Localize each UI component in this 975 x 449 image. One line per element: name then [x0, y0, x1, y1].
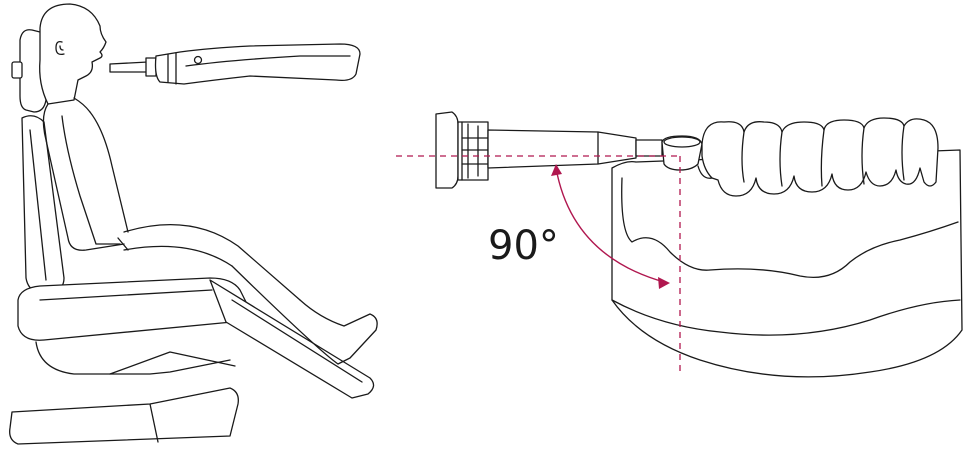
chair-backrest — [21, 115, 65, 293]
patient-thigh — [123, 224, 301, 301]
target-tooth — [661, 135, 703, 171]
intraoral-scanner-small — [109, 43, 361, 85]
gum-line — [621, 177, 959, 279]
patient-torso — [42, 103, 125, 251]
patient — [39, 3, 378, 365]
scanner-button-icon — [193, 55, 203, 65]
angle-arc — [555, 167, 665, 283]
dental-chair — [9, 29, 375, 445]
scanner-grip — [435, 111, 459, 189]
patient-lower-leg — [231, 265, 378, 365]
arrowhead-top-icon — [551, 164, 562, 176]
patient-arm — [61, 115, 121, 245]
scanner-shaft — [487, 129, 637, 169]
headrest-clip — [11, 61, 23, 79]
scanner-nozzle — [635, 139, 663, 157]
chair-base — [35, 341, 231, 375]
chair-legrest — [209, 279, 375, 399]
angle-label: 90° — [488, 223, 559, 269]
arrowhead-right-icon — [658, 277, 670, 289]
alignment-guides — [396, 155, 682, 372]
chair-foot — [9, 387, 239, 445]
teeth — [701, 117, 939, 197]
patient-ear — [55, 40, 65, 56]
model-base — [611, 149, 963, 378]
dental-model — [611, 117, 963, 378]
scanner-tip-assembly — [435, 111, 663, 189]
patient-head — [39, 3, 107, 105]
